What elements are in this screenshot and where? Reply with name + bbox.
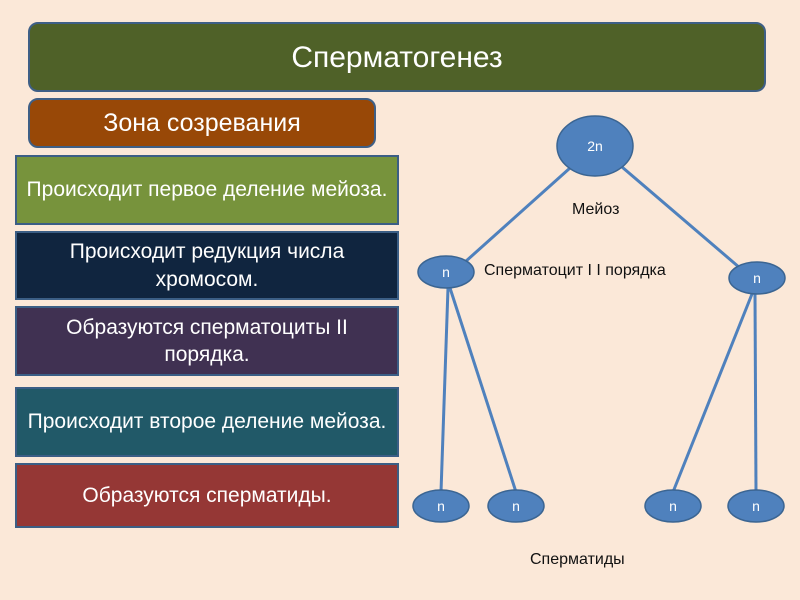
title-banner: Сперматогенез xyxy=(28,22,766,92)
step-5: Образуются сперматиды. xyxy=(15,463,399,528)
node-label: 2n xyxy=(587,138,603,154)
node-spermatid xyxy=(727,489,785,523)
edge xyxy=(439,287,450,493)
edge xyxy=(448,287,518,493)
node-root xyxy=(556,115,634,177)
node-spermatid xyxy=(412,489,470,523)
node-label: n xyxy=(753,270,761,286)
edge xyxy=(671,293,754,493)
edge xyxy=(753,293,758,493)
edge xyxy=(463,166,572,264)
node-label: n xyxy=(512,498,520,514)
edge xyxy=(621,165,741,270)
spermatid-label: Сперматиды xyxy=(530,551,625,568)
node-label: n xyxy=(437,498,445,514)
step-3: Образуются сперматоциты II порядка. xyxy=(15,306,399,376)
spermatocyte-label: Сперматоцит I I порядка xyxy=(484,262,666,279)
step-2: Происходит редукция числа хромосом. xyxy=(15,231,399,300)
meiosis-label: Мейоз xyxy=(572,201,620,218)
node-spermatid xyxy=(487,489,545,523)
zone-banner: Зона созревания xyxy=(28,98,376,148)
step-4: Происходит второе деление мейоза. xyxy=(15,387,399,457)
node-label: n xyxy=(442,264,450,280)
step-1: Происходит первое деление мейоза. xyxy=(15,155,399,225)
node-spermatid xyxy=(644,489,702,523)
node-spermatocyte xyxy=(728,261,786,295)
node-label: n xyxy=(669,498,677,514)
node-label: n xyxy=(752,498,760,514)
node-spermatocyte xyxy=(417,255,475,289)
